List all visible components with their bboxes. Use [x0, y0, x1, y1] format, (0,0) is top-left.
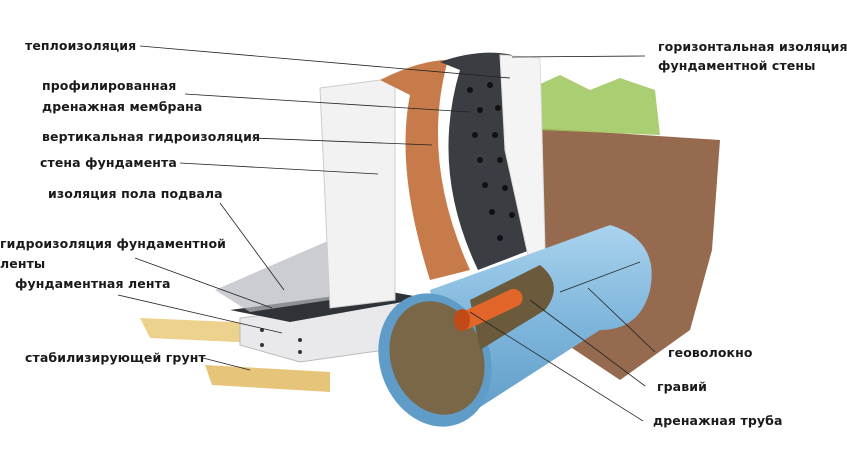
label-basement-floor-insulation: изоляция пола подвала — [48, 186, 223, 201]
label-vertical-waterproofing: вертикальная гидроизоляция — [42, 129, 261, 144]
label-geotextile: геоволокно — [668, 345, 753, 360]
leader-lines — [117, 45, 656, 422]
label-stabilizing-soil: стабилизирующей грунт — [25, 350, 206, 365]
label-drain-membrane-line1: профилированная — [42, 78, 177, 93]
grass — [538, 75, 660, 135]
label-drain-membrane-line2: дренажная мембрана — [42, 99, 203, 114]
foundation-wall — [319, 77, 396, 309]
drain-pipe-assembly — [378, 225, 652, 427]
label-horizontal-insulation-line2: фундаментной стены — [658, 58, 816, 73]
thermal-insulation-layer — [380, 60, 470, 280]
label-gravel: гравий — [657, 379, 707, 394]
label-strip-waterproofing-line2: ленты — [0, 256, 46, 271]
label-thermal-insulation: теплоизоляция — [25, 38, 137, 53]
label-drain-pipe: дренажная труба — [653, 413, 783, 428]
label-horizontal-insulation-line1: горизонтальная изоляция — [658, 39, 847, 54]
label-foundation-strip: фундаментная лента — [15, 276, 171, 291]
label-strip-waterproofing-line1: гидроизоляция фундаментной — [0, 236, 226, 251]
membrane-dots — [467, 82, 515, 241]
label-foundation-wall: стена фундамента — [40, 155, 177, 170]
